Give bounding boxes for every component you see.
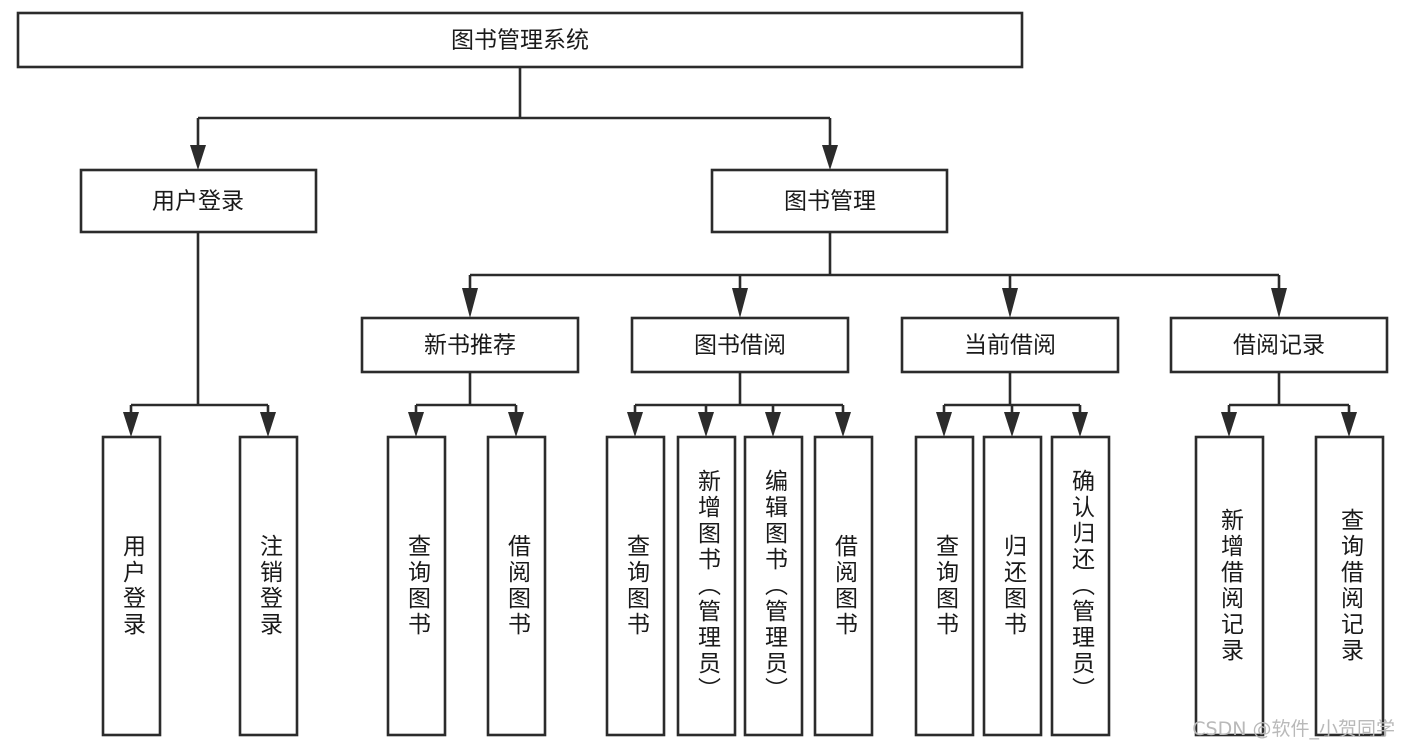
arrow-head-bookborrow [732, 288, 748, 318]
arrow-head-newbook-leaf-2 [508, 412, 524, 437]
leaf-borrow-record-2[interactable]: 查询借阅记录 [1314, 435, 1385, 737]
leaf-new-book-1-label: 查询图书 [404, 534, 432, 638]
leaf-current-borrow-2[interactable]: 归还图书 [982, 435, 1043, 737]
leaf-book-borrow-4-label: 借阅图书 [831, 534, 859, 638]
leaf-new-book-2-box[interactable] [486, 435, 547, 737]
leaf-user-login-1[interactable]: 用户登录 [101, 435, 162, 737]
leaf-book-borrow-1-box[interactable] [605, 435, 666, 737]
leaf-current-borrow-1-label: 查询图书 [932, 534, 960, 638]
node-borrow-record-label: 借阅记录 [1233, 333, 1325, 359]
arrow-head-user-login-leaf [123, 412, 139, 437]
leaf-user-login-1-label: 用户登录 [119, 534, 147, 638]
arrow-head-bookborrow-leaf-1 [627, 412, 643, 437]
node-user-login[interactable]: 用户登录 [79, 168, 318, 234]
leaf-book-borrow-4[interactable]: 借阅图书 [813, 435, 874, 737]
leaf-current-borrow-2-label: 归还图书 [1000, 534, 1028, 638]
node-new-book-recommend-label: 新书推荐 [424, 333, 516, 359]
node-current-borrow[interactable]: 当前借阅 [900, 316, 1120, 374]
leaf-book-borrow-1-label: 查询图书 [623, 534, 651, 638]
leaf-current-borrow-3[interactable]: 确认归还（管理员） [1050, 435, 1111, 737]
node-book-management-label: 图书管理 [784, 189, 876, 215]
leaf-user-login-2[interactable]: 注销登录 [238, 435, 299, 737]
arrow-head-bookborrow-leaf-2 [698, 412, 714, 437]
arrow-head-bookborrow-leaf-3 [765, 412, 781, 437]
node-current-borrow-box[interactable] [900, 316, 1120, 374]
arrow-head-newbook-leaf-1 [408, 412, 424, 437]
node-book-borrow[interactable]: 图书借阅 [630, 316, 850, 374]
arrow-head-currentborrow [1002, 288, 1018, 318]
leaf-borrow-record-2-box[interactable] [1314, 435, 1385, 737]
arrow-head-borrowrecord-leaf-2 [1341, 412, 1357, 437]
leaf-user-login-2-label: 注销登录 [256, 534, 284, 638]
arrow-head-userlogin [190, 145, 206, 170]
arrow-head-currentborrow-leaf-2 [1004, 412, 1020, 437]
leaf-new-book-2[interactable]: 借阅图书 [486, 435, 547, 737]
leaf-book-borrow-3-label: 编辑图书（管理员） [761, 469, 789, 703]
node-user-login-box[interactable] [79, 168, 318, 234]
arrow-head-newbook [462, 288, 478, 318]
leaf-current-borrow-1[interactable]: 查询图书 [914, 435, 975, 737]
node-new-book-recommend-box[interactable] [360, 316, 580, 374]
leaf-user-login-2-box[interactable] [238, 435, 299, 737]
leaf-current-borrow-3-box[interactable] [1050, 435, 1111, 737]
connector-layer [123, 67, 1357, 437]
node-borrow-record[interactable]: 借阅记录 [1169, 316, 1389, 374]
leaf-book-borrow-1[interactable]: 查询图书 [605, 435, 666, 737]
arrow-head-borrowrecord [1271, 288, 1287, 318]
leaf-book-borrow-3-box[interactable] [743, 435, 804, 737]
node-root[interactable]: 图书管理系统 [16, 11, 1024, 69]
leaf-book-borrow-3[interactable]: 编辑图书（管理员） [743, 435, 804, 737]
leaf-book-borrow-2-box[interactable] [676, 435, 737, 737]
leaf-new-book-1-box[interactable] [386, 435, 447, 737]
node-current-borrow-label: 当前借阅 [964, 333, 1056, 359]
node-book-management[interactable]: 图书管理 [710, 168, 949, 234]
arrow-head-bookborrow-leaf-4 [835, 412, 851, 437]
leaf-current-borrow-2-box[interactable] [982, 435, 1043, 737]
leaf-borrow-record-1-label: 新增借阅记录 [1217, 508, 1245, 664]
node-root-label: 图书管理系统 [451, 28, 589, 54]
node-new-book-recommend[interactable]: 新书推荐 [360, 316, 580, 374]
leaf-user-login-1-box[interactable] [101, 435, 162, 737]
node-book-borrow-label: 图书借阅 [694, 333, 786, 359]
arrow-head-borrowrecord-leaf-1 [1221, 412, 1237, 437]
node-root-box[interactable] [16, 11, 1024, 69]
arrow-head-bookmgmt [822, 145, 838, 170]
leaf-borrow-record-2-label: 查询借阅记录 [1337, 508, 1365, 664]
arrow-head-currentborrow-leaf-1 [936, 412, 952, 437]
leaf-current-borrow-3-label: 确认归还（管理员） [1068, 469, 1096, 703]
leaf-new-book-1[interactable]: 查询图书 [386, 435, 447, 737]
node-borrow-record-box[interactable] [1169, 316, 1389, 374]
leaf-borrow-record-1-box[interactable] [1194, 435, 1265, 737]
node-user-login-label: 用户登录 [152, 189, 244, 215]
leaf-new-book-2-label: 借阅图书 [504, 534, 532, 638]
node-book-borrow-box[interactable] [630, 316, 850, 374]
leaf-borrow-record-1[interactable]: 新增借阅记录 [1194, 435, 1265, 737]
leaf-book-borrow-2-label: 新增图书（管理员） [694, 469, 722, 703]
leaf-current-borrow-1-box[interactable] [914, 435, 975, 737]
node-book-management-box[interactable] [710, 168, 949, 234]
leaf-book-borrow-2[interactable]: 新增图书（管理员） [676, 435, 737, 737]
arrow-head-logout-leaf [260, 412, 276, 437]
leaf-book-borrow-4-box[interactable] [813, 435, 874, 737]
arrow-head-currentborrow-leaf-3 [1072, 412, 1088, 437]
